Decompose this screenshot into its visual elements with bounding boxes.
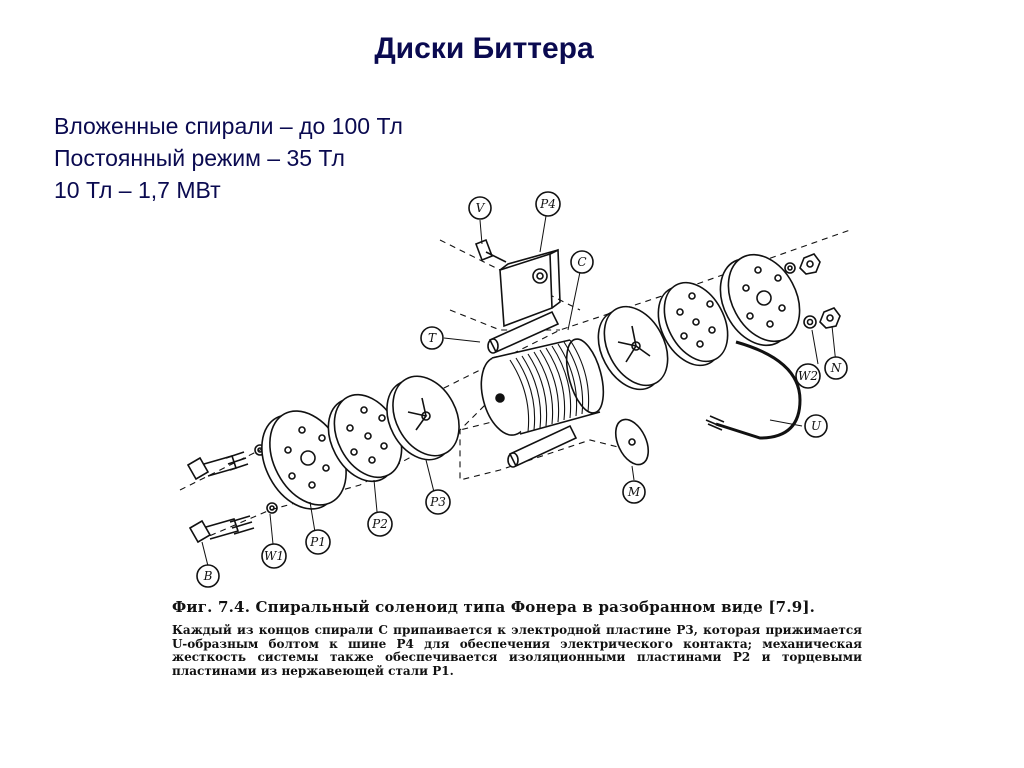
plate-p2-right — [657, 281, 729, 367]
nuts-right — [784, 253, 841, 329]
bus-plate-p4 — [499, 248, 561, 328]
spacer-rods — [487, 310, 578, 468]
caption-title: Фиг. 7.4. Спиральный соленоид типа Фонер… — [172, 598, 816, 616]
label-t: T — [420, 326, 444, 350]
svg-text:V: V — [476, 201, 486, 215]
label-p3: P3 — [425, 489, 451, 515]
bolt-top — [186, 444, 266, 481]
label-c: C — [570, 250, 594, 274]
svg-text:P4: P4 — [539, 197, 556, 211]
label-u: U — [804, 414, 828, 438]
svg-text:M: M — [627, 485, 641, 499]
label-w2: W2 — [795, 363, 821, 389]
svg-text:U: U — [811, 419, 822, 433]
slide-title: Диски Биттера — [374, 32, 594, 65]
svg-text:T: T — [428, 331, 437, 345]
label-w1: W1 — [261, 543, 287, 569]
u-bolt — [705, 340, 802, 440]
bullet-list: Вложенные спирали – до 100 Тл Постоянный… — [54, 110, 403, 206]
label-p2: P2 — [367, 511, 393, 537]
plate-p1 — [261, 410, 347, 510]
svg-text:B: B — [203, 569, 213, 583]
bullet-item: 10 Тл – 1,7 МВт — [54, 177, 221, 203]
plate-p3-right — [597, 305, 669, 391]
label-p4: P4 — [535, 191, 561, 217]
svg-text:C: C — [577, 255, 586, 269]
caption-body: Каждый из концов спирали C припаивается … — [172, 623, 862, 678]
washer-m — [614, 418, 650, 466]
svg-text:N: N — [830, 361, 842, 375]
bolt-bottom — [188, 502, 278, 544]
bullet-item: Постоянный режим – 35 Тл — [54, 145, 345, 171]
plate-p2 — [327, 393, 403, 483]
svg-text:W2: W2 — [798, 369, 818, 383]
label-v: V — [468, 196, 492, 220]
bullet-item: Вложенные спирали – до 100 Тл — [54, 113, 403, 139]
plate-p3 — [386, 375, 460, 461]
plate-p1-right — [719, 253, 801, 347]
svg-text:W1: W1 — [264, 549, 284, 563]
label-b: B — [196, 564, 220, 588]
svg-text:P2: P2 — [371, 517, 388, 531]
svg-text:P3: P3 — [429, 495, 446, 509]
exploded-solenoid-diagram: V P4 C T W2 N U M P3 P2 P1 W1 B — [179, 191, 851, 588]
label-n: N — [824, 356, 848, 380]
label-m: M — [622, 480, 646, 504]
figure-caption: Фиг. 7.4. Спиральный соленоид типа Фонер… — [172, 598, 862, 678]
coil-c — [480, 338, 605, 436]
bolt-v — [474, 238, 507, 263]
svg-text:P1: P1 — [309, 535, 326, 549]
label-p1: P1 — [305, 529, 331, 555]
